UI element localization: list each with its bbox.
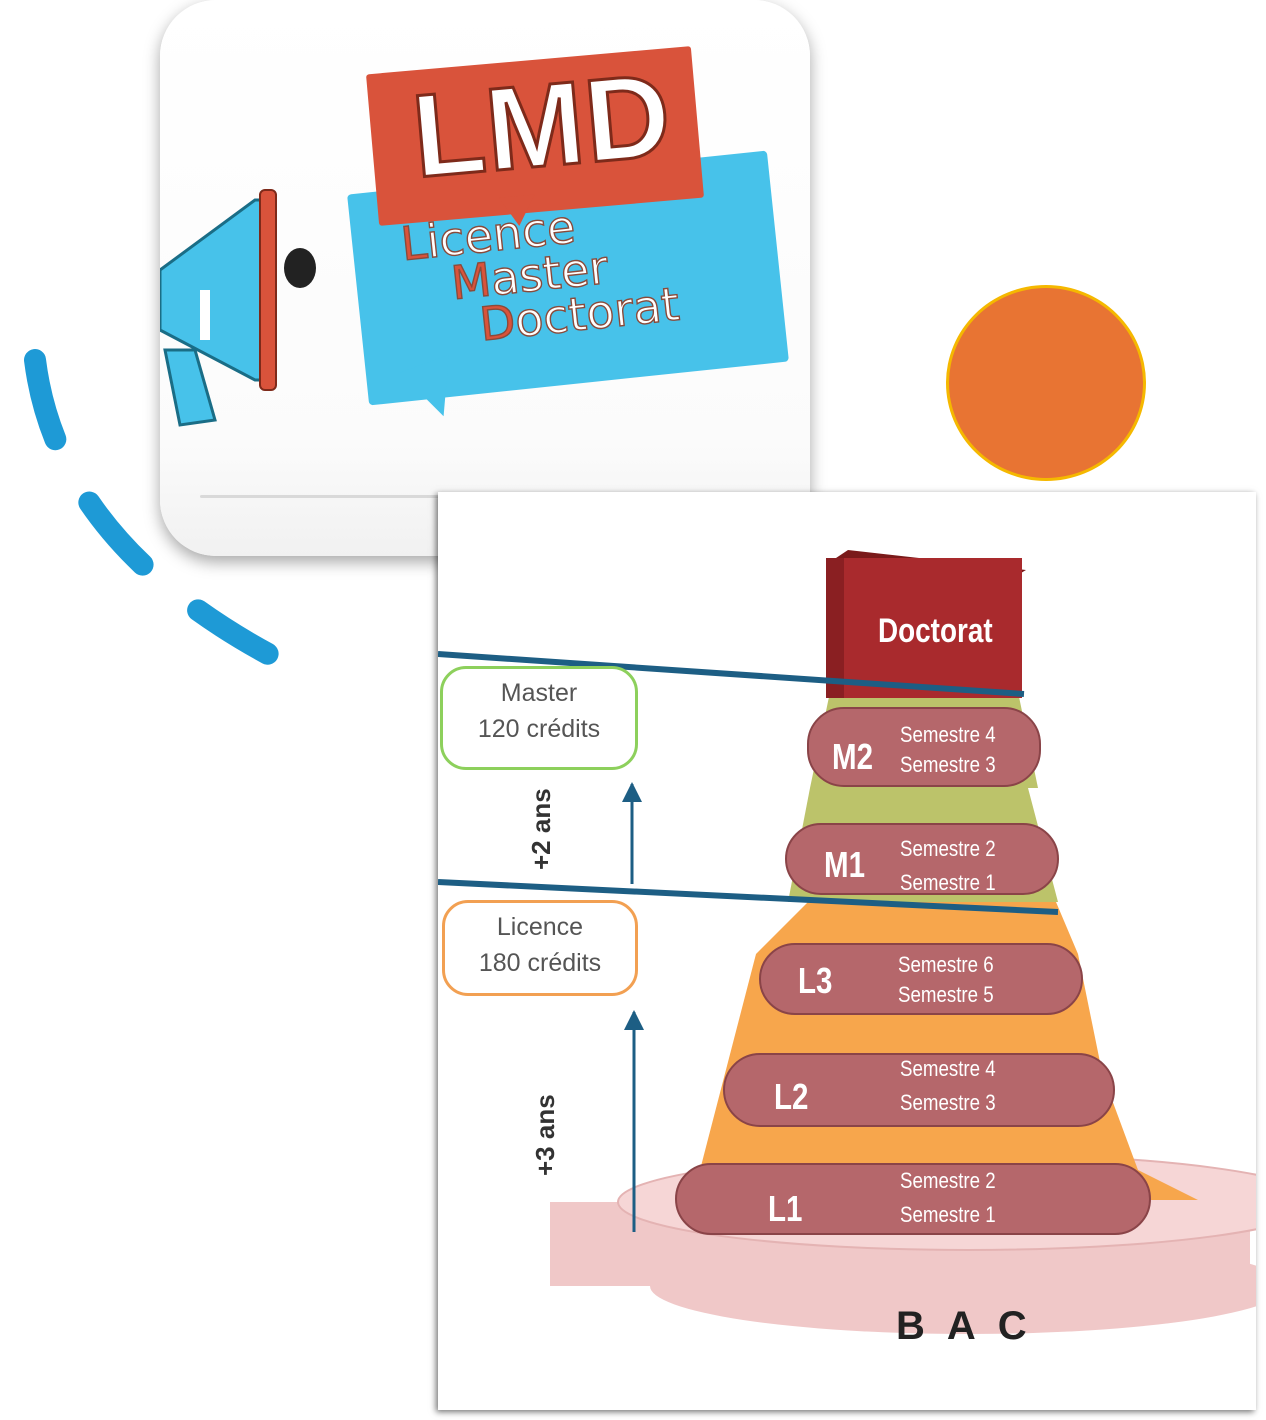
licence-credits-box: Licence 180 crédits xyxy=(442,900,638,996)
pyramid-diagram xyxy=(438,550,1256,1334)
logo-acronym: LMD xyxy=(406,47,678,204)
level-l2-sem-bottom: Semestre 3 xyxy=(900,1090,996,1115)
level-l3-sem-top: Semestre 6 xyxy=(898,952,994,977)
level-l2-sem-top: Semestre 4 xyxy=(900,1056,996,1081)
pill-m2 xyxy=(807,707,1041,787)
pill-l3 xyxy=(759,943,1083,1015)
licence-divider-line xyxy=(438,879,1059,915)
level-m2-sem-bottom: Semestre 3 xyxy=(900,752,996,777)
level-l1-code: L1 xyxy=(768,1188,803,1229)
licence-duration-label: +3 ans xyxy=(530,1094,560,1176)
lmd-diagram-panel: Doctorat M2 Semestre 4 Semestre 3 M1 Sem… xyxy=(438,492,1256,1410)
doctorat-label: Doctorat xyxy=(878,612,993,650)
master-duration-label: +2 ans xyxy=(526,788,556,870)
pill-m1 xyxy=(785,823,1059,895)
level-l2-code: L2 xyxy=(774,1076,809,1117)
master-box-credits: 120 crédits xyxy=(477,715,601,743)
licence-box-credits: 180 crédits xyxy=(478,949,602,977)
level-m1-code: M1 xyxy=(824,844,866,885)
level-m1-sem-bottom: Semestre 1 xyxy=(900,870,996,895)
doctorat-box xyxy=(826,558,1022,698)
dashed-arc-decoration xyxy=(24,349,331,691)
pill-l1 xyxy=(675,1163,1151,1235)
logo-words: Licence Master Doctorat xyxy=(398,194,683,354)
level-l3-code: L3 xyxy=(798,960,833,1001)
level-l3-sem-bottom: Semestre 5 xyxy=(898,982,994,1007)
band-l-top xyxy=(756,902,1078,954)
master-credits-box: Master 120 crédits xyxy=(440,666,638,770)
level-l1-sem-bottom: Semestre 1 xyxy=(900,1202,996,1227)
licence-box-title: Licence xyxy=(496,913,584,941)
level-m2-sem-top: Semestre 4 xyxy=(900,722,996,747)
orange-circle-decoration xyxy=(946,285,1146,481)
level-m1-sem-top: Semestre 2 xyxy=(900,836,996,861)
level-l1-sem-top: Semestre 2 xyxy=(900,1168,996,1193)
bac-base-label: BAC xyxy=(896,1304,1049,1348)
master-box-title: Master xyxy=(500,679,578,707)
master-divider-line xyxy=(438,651,1025,697)
megaphone-icon xyxy=(160,189,316,427)
level-m2-code: M2 xyxy=(832,736,874,777)
pill-l2 xyxy=(723,1053,1115,1127)
